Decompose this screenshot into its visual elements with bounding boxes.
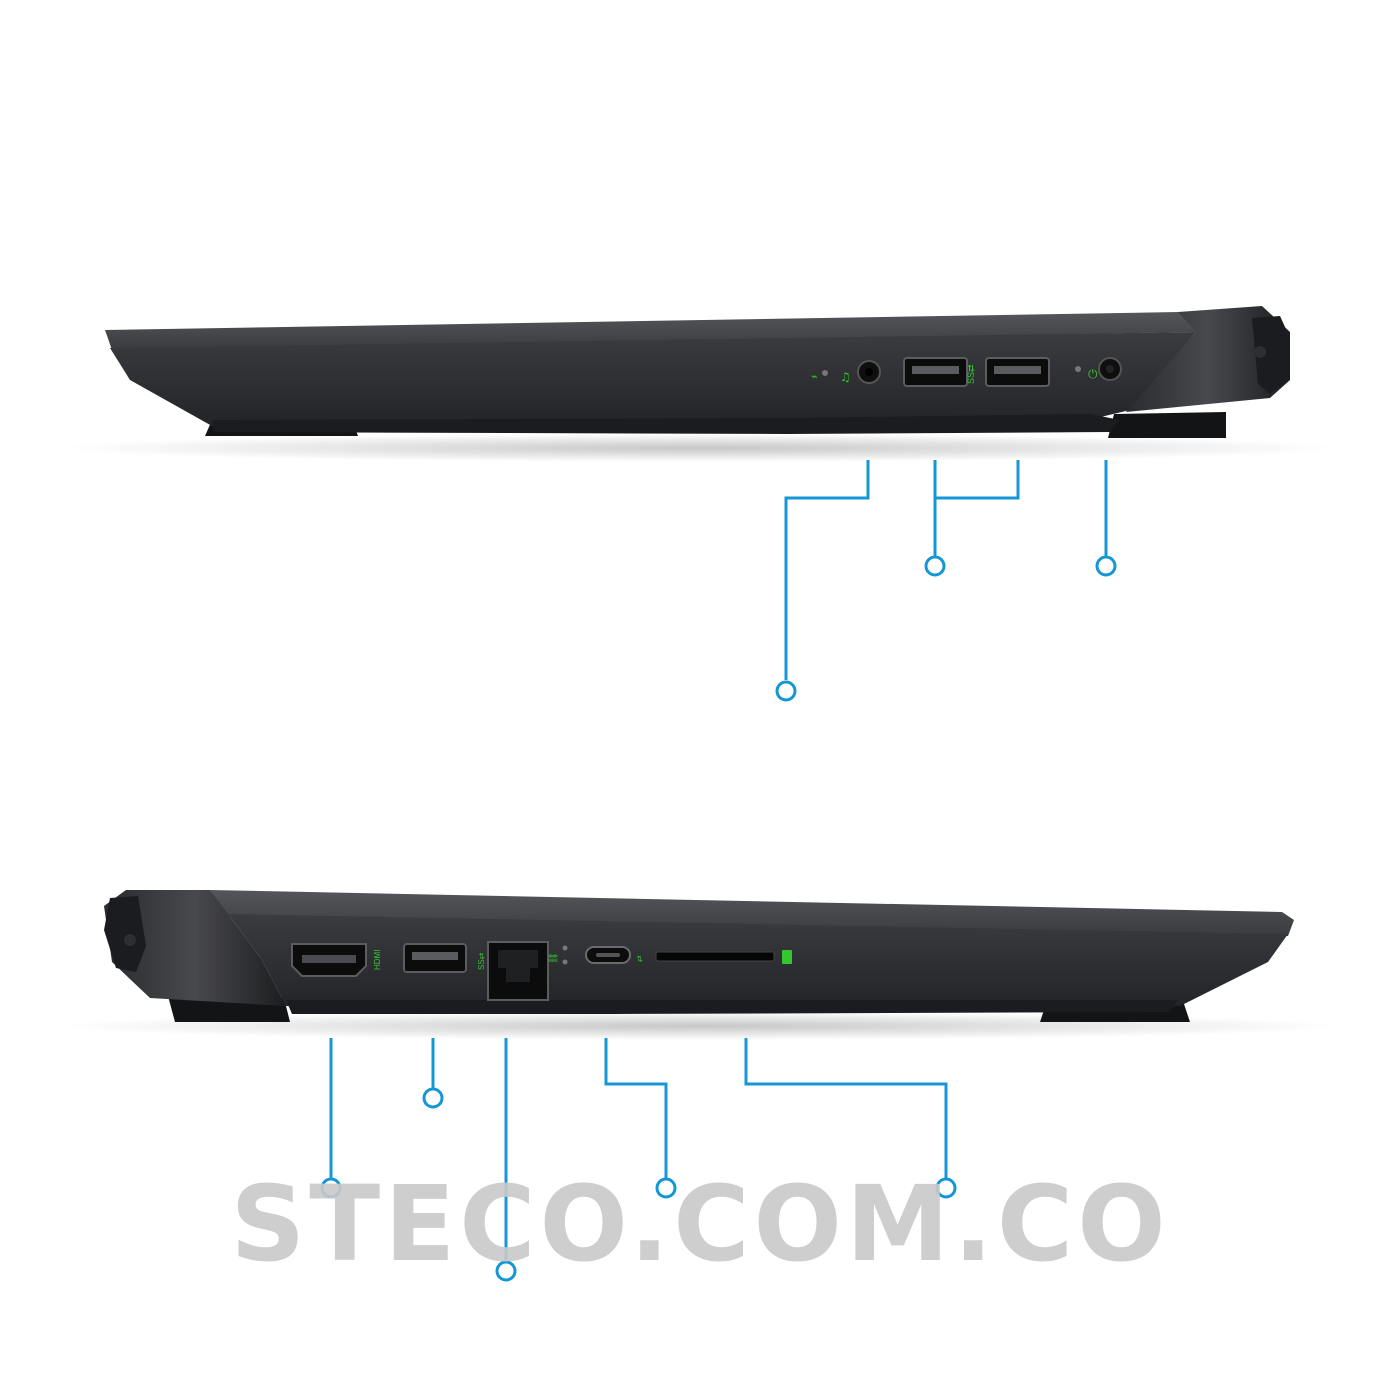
usb-a-port: SS⇄ <box>403 943 486 973</box>
callout-marker <box>1095 555 1117 577</box>
laptop-right-side-view: ⌁ ♫ SS⇄ ⏻ <box>60 306 1340 702</box>
svg-text:SS⇄: SS⇄ <box>477 952 486 970</box>
exhaust-vent <box>104 896 146 972</box>
usb-c-port: ⇄ <box>585 946 644 964</box>
callout-markers <box>775 555 1117 702</box>
laptop-left-side-view: HDMI SS⇄ ⛓ ⇄ <box>60 890 1340 1282</box>
callout-marker <box>924 555 946 577</box>
lid-edge <box>210 890 1294 936</box>
svg-text:♫: ♫ <box>840 370 851 384</box>
callout-marker <box>320 1177 342 1199</box>
svg-text:HDMI: HDMI <box>373 950 382 970</box>
rubber-foot <box>1108 412 1226 438</box>
floor-shadow <box>60 1012 1340 1040</box>
hdmi-port: HDMI <box>291 943 382 977</box>
chassis-bottom <box>286 1000 1178 1014</box>
callout-marker <box>655 1177 677 1199</box>
lid-edge <box>105 312 1196 350</box>
vent-detail <box>124 934 136 946</box>
callout-marker <box>935 1177 957 1199</box>
vent-detail <box>1254 346 1266 358</box>
callout-usb-c <box>604 1038 668 1178</box>
callout-lines <box>329 1038 948 1260</box>
callout-marker <box>775 680 797 702</box>
usb-a-port: SS⇄ <box>903 357 976 387</box>
callout-audio-jack <box>784 460 870 680</box>
power-jack-port: ⏻ <box>1075 357 1122 381</box>
callout-markers <box>320 1087 957 1282</box>
hinge-block <box>1126 306 1290 412</box>
svg-text:⛓: ⛓ <box>548 953 558 964</box>
svg-text:⌁: ⌁ <box>811 370 818 383</box>
hinge-block <box>104 890 286 1006</box>
callout-lines <box>784 460 1108 680</box>
callout-marker <box>422 1087 444 1109</box>
floor-shadow <box>60 434 1340 462</box>
audio-jack-port: ⌁ ♫ <box>811 360 881 384</box>
svg-text:⏻: ⏻ <box>1088 367 1098 381</box>
sd-card-reader-slot <box>655 950 792 964</box>
chassis-bottom <box>212 414 1120 434</box>
svg-text:SS⇄: SS⇄ <box>966 364 976 384</box>
chassis-side <box>110 332 1196 426</box>
usb-a-port <box>985 357 1050 387</box>
rj45-ethernet-port: ⛓ <box>487 941 568 1001</box>
callout-usb-a <box>933 460 1020 500</box>
callout-sd-card <box>744 1038 948 1178</box>
exhaust-vent <box>1252 316 1290 394</box>
svg-text:⇄: ⇄ <box>635 955 644 962</box>
callout-marker <box>495 1260 517 1282</box>
